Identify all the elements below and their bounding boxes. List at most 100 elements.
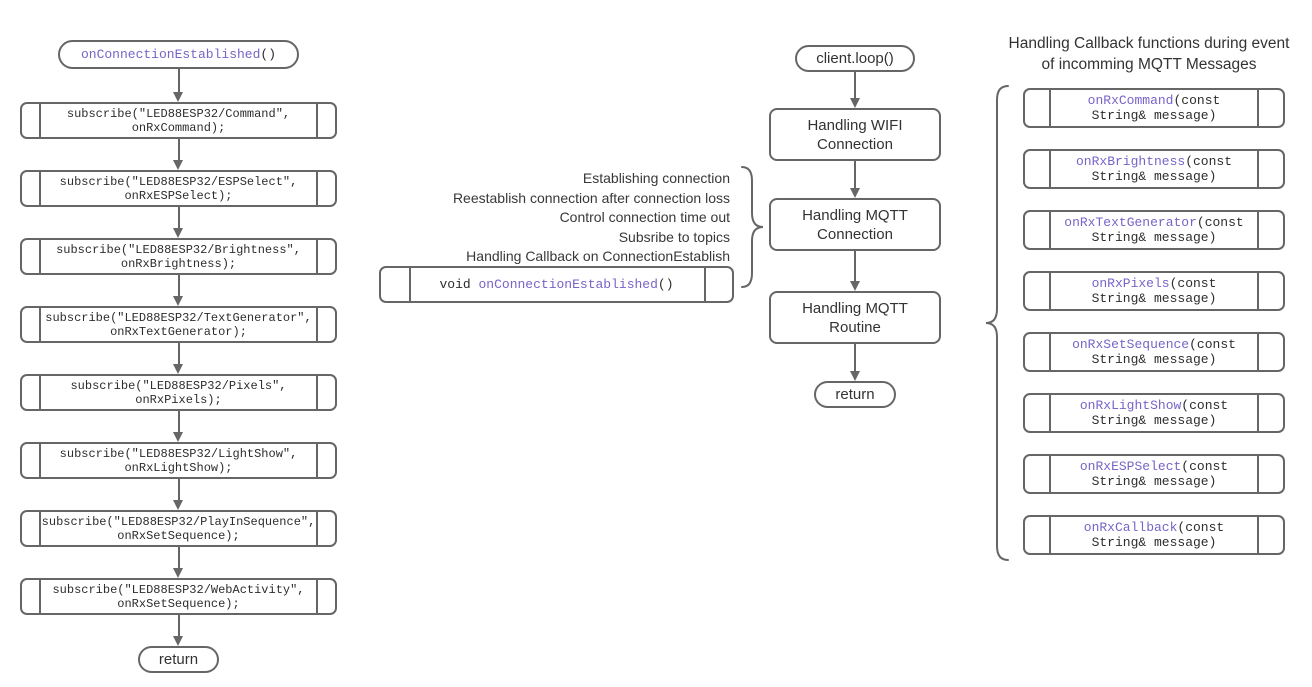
code-line: onRxSetSequence); xyxy=(117,596,240,611)
label-line: Handling MQTT xyxy=(802,206,908,224)
function-name: onRxSetSequence xyxy=(1072,337,1190,352)
code-line: void onConnectionEstablished() xyxy=(439,277,673,292)
start-terminator-client-loop: client.loop() xyxy=(795,45,915,72)
code-line: onRxTextGenerator); xyxy=(110,324,247,339)
onconnectionestablished-notes: Establishing connection Reestablish conn… xyxy=(370,169,730,267)
flow-arrow-down-icon xyxy=(173,479,185,510)
note-line: Establishing connection xyxy=(582,170,730,186)
keyword-void: void xyxy=(439,277,479,292)
code-line: onRxCommand); xyxy=(131,120,226,135)
flow-arrow-down-icon xyxy=(849,251,861,291)
function-name: onRxPixels xyxy=(1091,276,1170,291)
function-args: (const xyxy=(1169,276,1217,291)
flow-arrow-down-icon xyxy=(173,411,185,442)
code-line: String& message) xyxy=(1091,230,1217,245)
code-line: onRxTextGenerator(const xyxy=(1064,215,1243,230)
function-name: onRxCallback xyxy=(1083,520,1178,535)
callback-box-onrxcommand: onRxCommand(const String& message) xyxy=(1023,88,1285,128)
subscribe-step-7: subscribe("LED88ESP32/PlayInSequence", o… xyxy=(20,510,337,547)
function-name: onRxBrightness xyxy=(1075,154,1186,169)
note-line: Handling Callback on ConnectionEstablish xyxy=(466,248,730,264)
curly-brace-left-icon xyxy=(985,85,1009,561)
code-line: onRxSetSequence); xyxy=(117,528,240,543)
code-line: subscribe("LED88ESP32/Command", xyxy=(66,106,291,121)
flow-arrow-down-icon xyxy=(173,343,185,374)
callback-box-onrxbrightness: onRxBrightness(const String& message) xyxy=(1023,149,1285,189)
code-line: subscribe("LED88ESP32/LightShow", xyxy=(59,446,298,461)
code-line: onRxBrightness); xyxy=(120,256,237,271)
subscribe-step-5: subscribe("LED88ESP32/Pixels", onRxPixel… xyxy=(20,374,337,411)
callback-box-onrxpixels: onRxPixels(const String& message) xyxy=(1023,271,1285,311)
end-terminator-return: return xyxy=(137,646,220,673)
code-line: String& message) xyxy=(1091,108,1217,123)
right-panel-title: Handling Callback functions during event… xyxy=(988,33,1310,75)
flow-arrow-down-icon xyxy=(849,344,861,381)
flow-arrow-down-icon xyxy=(173,139,185,170)
note-line: Subsribe to topics xyxy=(618,228,730,245)
label-line: Routine xyxy=(829,318,881,336)
function-name: onRxTextGenerator xyxy=(1064,215,1197,230)
function-parens: () xyxy=(260,47,277,62)
callback-box-onrxespselect: onRxESPSelect(const String& message) xyxy=(1023,454,1285,494)
code-line: String& message) xyxy=(1091,413,1217,428)
code-line: onRxESPSelect(const xyxy=(1080,459,1228,474)
title-line: of incomming MQTT Messages xyxy=(1041,56,1257,73)
code-line: onRxLightShow(const xyxy=(1080,398,1228,413)
code-line: String& message) xyxy=(1091,169,1217,184)
void-onconnectionestablished-box: void onConnectionEstablished() xyxy=(379,266,734,303)
function-args: (const xyxy=(1189,337,1236,352)
function-args: (const xyxy=(1181,459,1229,474)
code-line: subscribe("LED88ESP32/Brightness", xyxy=(56,242,301,257)
note-line: Reestablish connection after connection … xyxy=(452,189,730,206)
function-name: onRxCommand xyxy=(1087,93,1174,108)
client-loop-flow: client.loop() Handling WIFI Connection H… xyxy=(768,45,942,408)
callback-box-onrxsetsequence: onRxSetSequence(const String& message) xyxy=(1023,332,1285,372)
flow-arrow-down-icon xyxy=(173,275,185,306)
flow-arrow-down-icon xyxy=(173,615,185,646)
subscribe-step-2: subscribe("LED88ESP32/ESPSelect", onRxES… xyxy=(20,170,337,207)
code-line: onRxBrightness(const xyxy=(1076,154,1232,169)
code-line: onRxCommand(const xyxy=(1088,93,1221,108)
function-args: (const xyxy=(1196,215,1244,230)
callback-box-onrxtextgenerator: onRxTextGenerator(const String& message) xyxy=(1023,210,1285,250)
callback-list: onRxCommand(const String& message) onRxB… xyxy=(1023,88,1285,555)
flow-arrow-down-icon xyxy=(173,547,185,578)
process-handling-mqtt-connection: Handling MQTT Connection xyxy=(769,198,941,251)
subscribe-step-6: subscribe("LED88ESP32/LightShow", onRxLi… xyxy=(20,442,337,479)
subscribe-step-3: subscribe("LED88ESP32/Brightness", onRxB… xyxy=(20,238,337,275)
callback-box-onrxlightshow: onRxLightShow(const String& message) xyxy=(1023,393,1285,433)
function-name: onConnectionEstablished xyxy=(478,277,658,292)
code-line: onRxPixels(const xyxy=(1092,276,1217,291)
code-line: subscribe("LED88ESP32/ESPSelect", xyxy=(59,174,298,189)
code-line: String& message) xyxy=(1091,291,1217,306)
function-name: onRxESPSelect xyxy=(1079,459,1182,474)
function-args: (const xyxy=(1181,398,1229,413)
label-line: Connection xyxy=(817,225,893,243)
process-handling-mqtt-routine: Handling MQTT Routine xyxy=(769,291,941,344)
label-line: Handling MQTT xyxy=(802,299,908,317)
code-line: onRxLightShow); xyxy=(124,460,233,475)
label-line: Handling WIFI xyxy=(807,116,903,134)
code-line: onRxESPSelect); xyxy=(124,188,233,203)
function-name: onConnectionEstablished xyxy=(80,47,261,62)
code-line: String& message) xyxy=(1091,474,1217,489)
flow-arrow-down-icon xyxy=(173,69,185,102)
end-terminator-return: return xyxy=(814,381,896,408)
code-line: subscribe("LED88ESP32/TextGenerator", xyxy=(45,310,312,325)
code-line: subscribe("LED88ESP32/Pixels", xyxy=(70,378,287,393)
subscribe-step-4: subscribe("LED88ESP32/TextGenerator", on… xyxy=(20,306,337,343)
code-line: onRxPixels); xyxy=(135,392,222,407)
callback-box-onrxcallback: onRxCallback(const String& message) xyxy=(1023,515,1285,555)
subscribe-step-8: subscribe("LED88ESP32/WebActivity", onRx… xyxy=(20,578,337,615)
function-name: onRxLightShow xyxy=(1079,398,1182,413)
code-line: onRxCallback(const xyxy=(1084,520,1224,535)
code-line: String& message) xyxy=(1091,535,1217,550)
code-line: onRxSetSequence(const xyxy=(1072,337,1236,352)
function-args: (const xyxy=(1185,154,1233,169)
subscribe-step-1: subscribe("LED88ESP32/Command", onRxComm… xyxy=(20,102,337,139)
function-args: (const xyxy=(1177,520,1225,535)
flow-arrow-down-icon xyxy=(173,207,185,238)
process-handling-wifi-connection: Handling WIFI Connection xyxy=(769,108,941,161)
note-line: Control connection time out xyxy=(559,209,730,225)
